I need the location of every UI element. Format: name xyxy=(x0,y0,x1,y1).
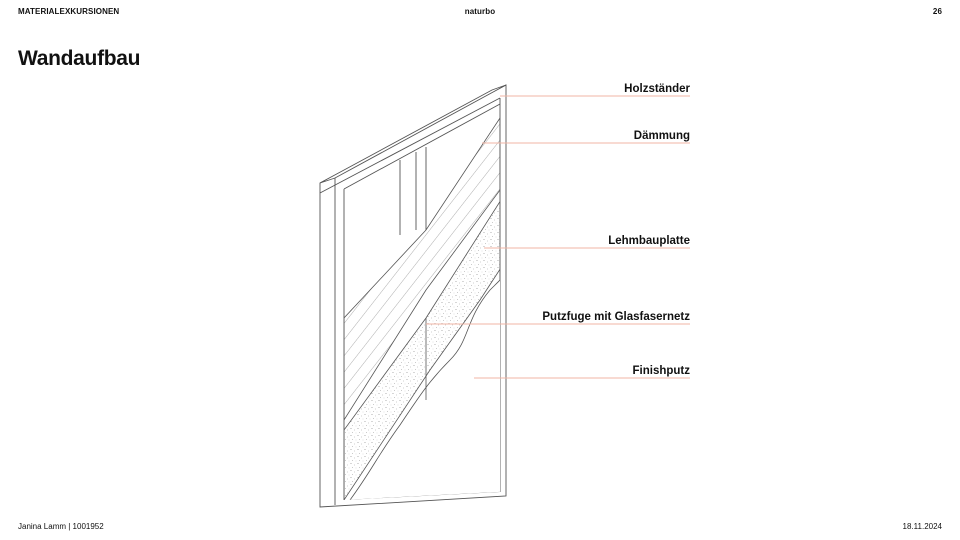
page-title: Wandaufbau xyxy=(18,47,141,70)
leader-lines xyxy=(426,95,690,379)
frame-top-inner-2 xyxy=(343,103,501,190)
label-lehmbauplatte: Lehmbauplatte xyxy=(608,235,690,247)
header-center: naturbo xyxy=(464,7,496,16)
footer-author: Janina Lamm | 1001952 xyxy=(18,522,104,531)
label-putzfuge: Putzfuge mit Glasfasernetz xyxy=(542,311,690,323)
label-holzstaender: Holzständer xyxy=(624,83,690,95)
finishputz-layer xyxy=(349,269,500,500)
frame-top-inner-1 xyxy=(319,97,501,194)
header-left: MATERIALEXKURSIONEN xyxy=(18,7,120,16)
daemmung-layer xyxy=(344,116,500,422)
lehmbauplatte-layer xyxy=(344,190,500,500)
label-daemmung: Dämmung xyxy=(633,130,690,142)
page-number: 26 xyxy=(932,7,942,16)
frame-top xyxy=(319,84,507,184)
footer-date: 18.11.2024 xyxy=(902,522,942,531)
label-finishputz: Finishputz xyxy=(632,365,691,377)
